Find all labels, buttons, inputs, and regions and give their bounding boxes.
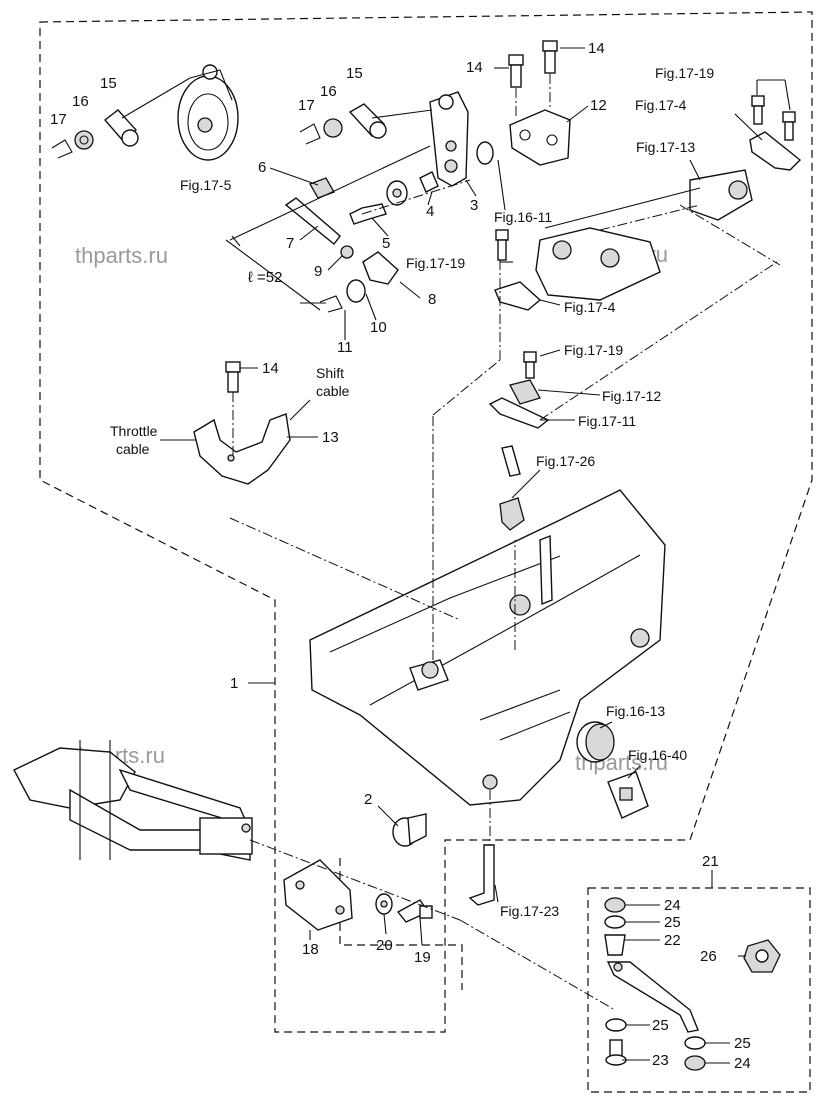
detail-box-18-19 [339,858,463,990]
ref-fig-17-4: Fig.17-4 [564,299,616,315]
washer-25-top [604,915,626,929]
plug-2 [392,813,427,847]
callout-16: 16 [320,83,337,100]
callout-21: 21 [702,853,719,870]
callout-5: 5 [382,235,390,252]
leader-lines [160,47,791,1064]
callout-14: 14 [466,59,483,76]
text-labels: ℓ =52 Throttle cable Shift cable [110,269,350,457]
callout-14: 14 [262,360,279,377]
carburetor-linkage [535,169,753,301]
shift-cable-label: Shift [316,365,344,381]
callout-17: 17 [298,97,315,114]
ref-fig-17-12: Fig.17-12 [602,388,661,404]
callout-13: 13 [322,429,339,446]
ref-fig-17-26: Fig.17-26 [536,453,595,469]
ref-fig-16-11: Fig.16-11 [494,209,552,225]
callout-6: 6 [258,159,266,176]
link-rod-21 [606,961,699,1033]
callout-19: 19 [414,949,431,966]
throttle-cable-label: cable [116,441,150,457]
callout-1: 1 [230,675,238,692]
watermark: thparts.ru [75,243,168,268]
callout-15: 15 [100,75,117,92]
rod-fig-17-23 [468,844,495,906]
callout-2: 2 [364,791,372,808]
washer-25-lower [605,1018,627,1032]
figure-references: Fig.17-5 Fig.17-19 Fig.17-4 Fig.17-13 Fi… [180,65,714,919]
callout-26: 26 [700,948,717,965]
callout-numbers: 1 2 3 4 5 6 7 8 9 10 11 12 13 14 14 14 1… [50,40,751,1072]
rod-7 [229,145,431,246]
length-dimension [225,235,321,311]
ref-fig-17-19: Fig.17-19 [655,65,714,81]
callout-25: 25 [664,914,681,931]
throttle-lever-part [429,91,469,187]
collar-22 [604,934,626,956]
washer-25-right [684,1036,706,1050]
ref-fig-17-19: Fig.17-19 [406,255,465,271]
bracket-fig-17-4-lower [494,229,542,311]
ref-fig-16-13: Fig.16-13 [606,703,665,719]
detail-box-21 [587,887,811,1093]
callout-20: 20 [376,937,393,954]
shift-shaft-assembly [13,740,253,861]
callout-18: 18 [302,941,319,958]
small-link-left [51,77,191,159]
callout-11: 11 [337,339,353,356]
callout-24: 24 [664,897,681,914]
callout-25: 25 [652,1017,669,1034]
plate-18 [283,859,353,931]
callout-16: 16 [72,93,89,110]
assembly-boundary [39,11,813,1033]
length-label: ℓ =52 [248,269,282,286]
shift-cable-label: cable [316,383,350,399]
ref-fig-17-4: Fig.17-4 [635,97,687,113]
callout-22: 22 [664,932,681,949]
bracket-fig-17-4-upper [749,95,802,171]
joint-8-9-10 [319,245,399,313]
callout-3: 3 [470,197,478,214]
callout-12: 12 [590,97,607,114]
small-link-middle [299,103,433,145]
ref-fig-17-13: Fig.17-13 [636,139,695,155]
nut-26 [743,939,781,973]
ref-fig-17-23: Fig.17-23 [500,903,559,919]
ref-fig-17-11: Fig.17-11 [578,413,636,429]
bracket-fig-17-11 [488,351,550,429]
ref-fig-16-40: Fig.16-40 [628,747,687,763]
callout-10: 10 [370,319,387,336]
throttle-cable-label: Throttle [110,423,158,439]
callout-7: 7 [286,235,294,252]
main-bracket-body [309,489,666,806]
bolts-14-top [508,40,558,118]
bolt-19 [396,899,433,923]
ref-fig-17-5: Fig.17-5 [180,177,232,193]
callout-25: 25 [734,1035,751,1052]
callout-15: 15 [346,65,363,82]
callout-4: 4 [426,203,434,220]
washers-3-4-5 [349,141,494,225]
callout-14: 14 [588,40,605,57]
washer-20 [375,893,393,915]
callout-8: 8 [428,291,436,308]
callout-23: 23 [652,1052,669,1069]
throttle-cam-part [177,64,239,161]
callout-24: 24 [734,1055,751,1072]
pin-fig-17-26 [499,445,525,531]
bolt-23 [605,1039,627,1066]
cap-fig-16-13 [576,721,615,763]
callout-17: 17 [50,111,67,128]
grommet-fig-16-40 [607,771,649,819]
cable-bracket-13 [193,361,291,485]
callout-9: 9 [314,263,322,280]
bracket-12 [509,109,571,166]
nut-24-right [684,1055,706,1071]
ref-fig-17-19: Fig.17-19 [564,342,623,358]
nut-24-top [604,897,626,913]
